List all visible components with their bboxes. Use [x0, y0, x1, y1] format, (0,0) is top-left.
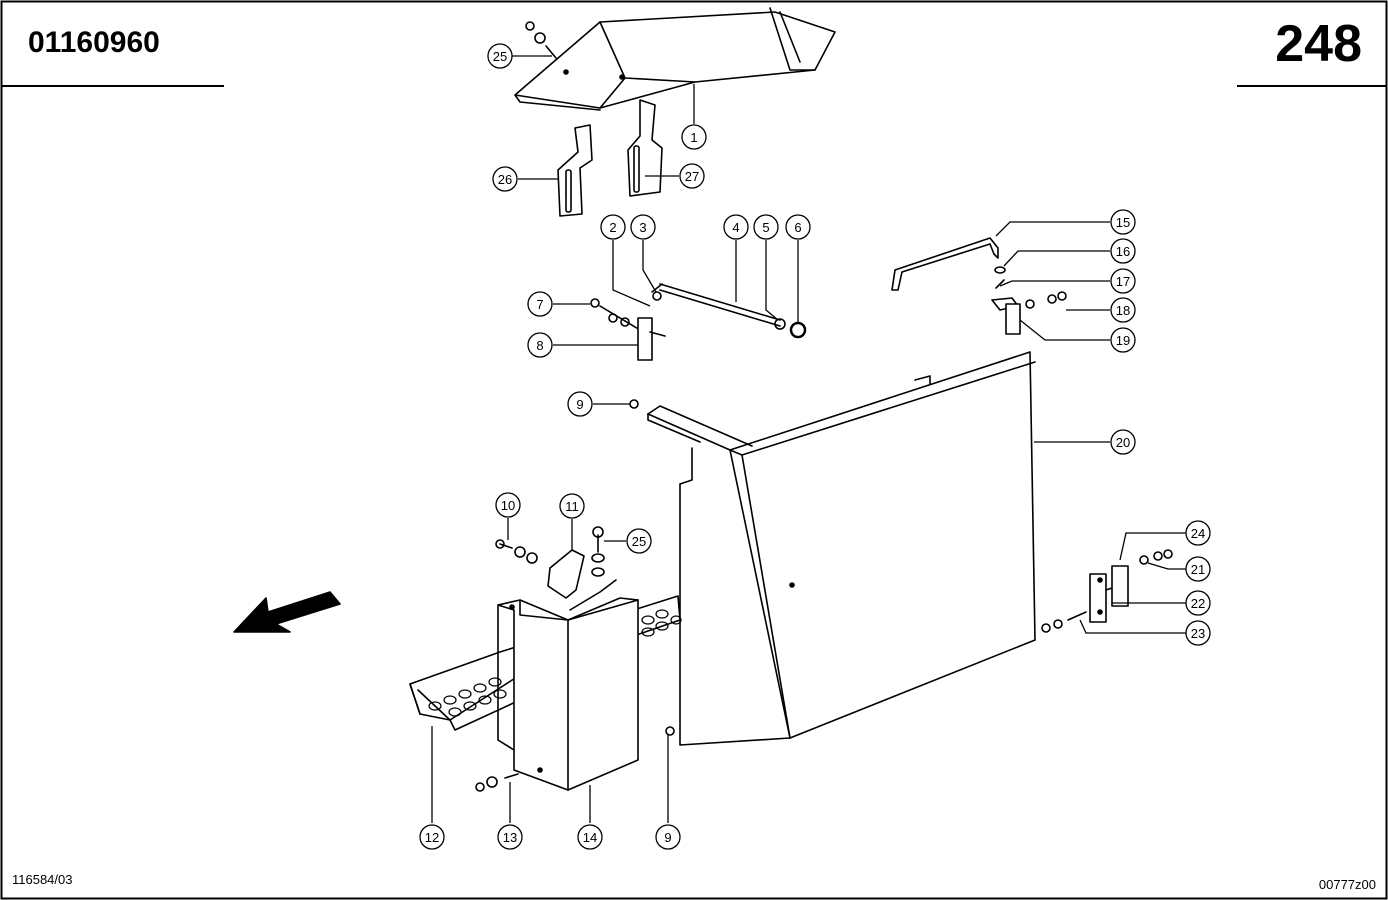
leader-lines: [431, 55, 1186, 823]
callout-6: 6: [785, 214, 811, 240]
callout-bubbles: 1 2 3 4 5 6 7 8 9 9 10 11 12 13 14 15 16…: [419, 43, 1211, 850]
callout-1: 1: [681, 124, 707, 150]
callout-26: 26: [492, 166, 518, 192]
callout-17: 17: [1110, 268, 1136, 294]
part-bolt-13: [475, 773, 519, 792]
callout-16: 16: [1110, 238, 1136, 264]
svg-text:19: 19: [1116, 333, 1130, 348]
callout-12: 12: [419, 824, 445, 850]
svg-text:12: 12: [425, 830, 439, 845]
svg-text:14: 14: [583, 830, 597, 845]
svg-text:25: 25: [493, 49, 507, 64]
part-bolt-top: [525, 21, 557, 59]
part-hinge-22: [1041, 549, 1173, 633]
document-number: 01160960: [28, 26, 160, 59]
part-nut-9-upper: [629, 399, 639, 409]
svg-text:18: 18: [1116, 303, 1130, 318]
svg-text:9: 9: [576, 397, 583, 412]
callout-19: 19: [1110, 327, 1136, 353]
svg-text:2: 2: [609, 220, 616, 235]
svg-text:7: 7: [536, 297, 543, 312]
svg-text:16: 16: [1116, 244, 1130, 259]
callout-7: 7: [527, 291, 553, 317]
callout-27: 27: [679, 163, 705, 189]
part-handle-15: [891, 237, 999, 291]
svg-text:8: 8: [536, 338, 543, 353]
svg-text:24: 24: [1191, 526, 1205, 541]
svg-text:13: 13: [503, 830, 517, 845]
callout-9-upper: 9: [567, 391, 593, 417]
svg-text:23: 23: [1191, 626, 1205, 641]
svg-text:9: 9: [664, 830, 671, 845]
svg-text:25: 25: [632, 534, 646, 549]
svg-text:26: 26: [498, 172, 512, 187]
svg-text:17: 17: [1116, 274, 1130, 289]
svg-text:6: 6: [794, 220, 801, 235]
callout-25-top: 25: [487, 43, 513, 69]
part-bracket-26: [557, 124, 593, 217]
page-number: 248: [1275, 15, 1362, 73]
callout-13: 13: [497, 824, 523, 850]
callout-18: 18: [1110, 297, 1136, 323]
part-clamp-11: [495, 526, 617, 611]
callout-25-lower: 25: [626, 528, 652, 554]
callout-24: 24: [1185, 520, 1211, 546]
part-nut-9-lower: [665, 726, 675, 736]
svg-text:15: 15: [1116, 215, 1130, 230]
callout-9-lower: 9: [655, 824, 681, 850]
svg-text:20: 20: [1116, 435, 1130, 450]
svg-text:10: 10: [501, 498, 515, 513]
part-box-14: [497, 597, 639, 791]
footer-left-code: 116584/03: [12, 872, 73, 887]
callout-14: 14: [577, 824, 603, 850]
svg-text:22: 22: [1191, 596, 1205, 611]
svg-text:27: 27: [685, 169, 699, 184]
svg-text:3: 3: [639, 220, 646, 235]
callout-2: 2: [600, 214, 626, 240]
svg-text:5: 5: [762, 220, 769, 235]
callout-5: 5: [753, 214, 779, 240]
callout-21: 21: [1185, 556, 1211, 582]
callout-15: 15: [1110, 209, 1136, 235]
svg-text:11: 11: [565, 499, 579, 514]
svg-text:21: 21: [1191, 562, 1205, 577]
part-rod: [651, 283, 807, 339]
part-chute: [514, 7, 836, 111]
callout-10: 10: [495, 492, 521, 518]
callout-20: 20: [1110, 429, 1136, 455]
callout-11: 11: [559, 493, 585, 519]
part-latch-group: [991, 266, 1067, 335]
callout-23: 23: [1185, 620, 1211, 646]
part-hinge-8: [590, 298, 666, 361]
part-panel-20: [647, 351, 1036, 746]
direction-arrow: [233, 591, 341, 633]
part-bracket-27: [627, 99, 663, 197]
svg-text:4: 4: [732, 220, 739, 235]
svg-text:1: 1: [690, 130, 697, 145]
callout-3: 3: [630, 214, 656, 240]
callout-22: 22: [1185, 590, 1211, 616]
callout-4: 4: [723, 214, 749, 240]
callout-8: 8: [527, 332, 553, 358]
footer-right-code: 00777z00: [1318, 877, 1376, 892]
